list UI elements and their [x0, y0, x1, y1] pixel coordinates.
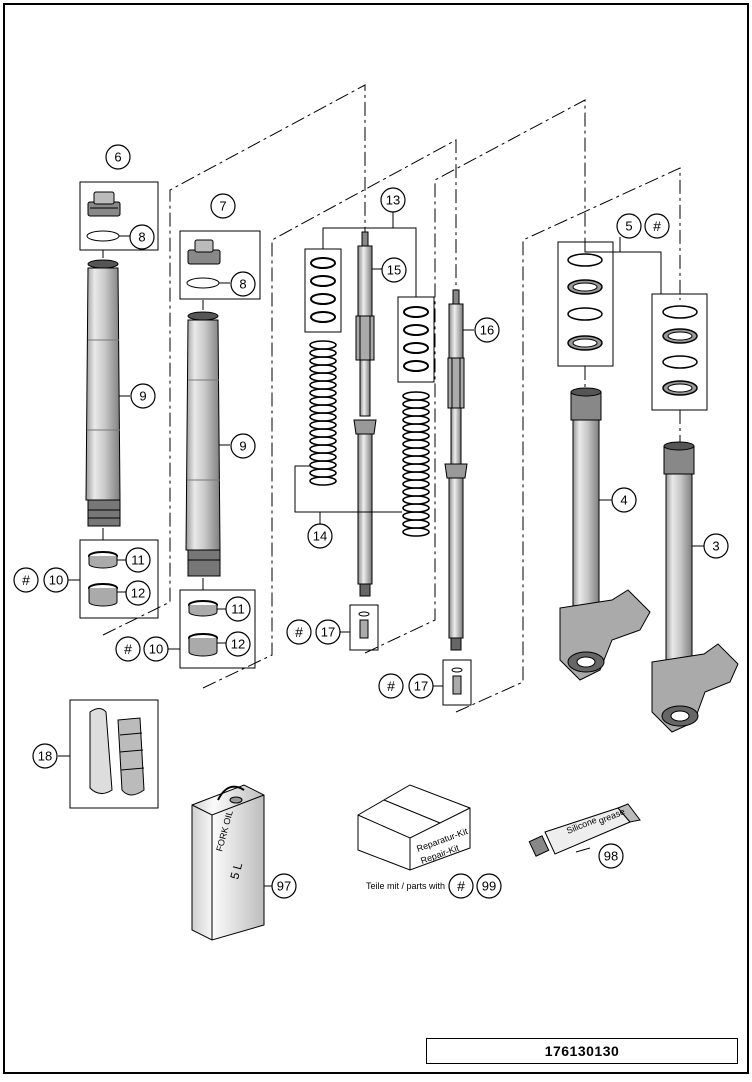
hash-marker: #: [387, 678, 395, 694]
fork-oil-volume: 5 L: [227, 861, 245, 881]
callout-97: 97: [277, 879, 291, 894]
callout-11-right: 11: [231, 602, 245, 617]
callout-bubble: [315, 619, 341, 645]
callout-bubble: [230, 433, 256, 459]
hash-marker: #: [295, 624, 303, 640]
callout-4: 4: [620, 493, 627, 508]
repair-kit-box: [357, 784, 471, 871]
callout-8-right: 8: [239, 277, 246, 292]
callout-9-right: 9: [239, 439, 246, 454]
hash-bubble: [644, 213, 670, 239]
callout-bubble: [408, 673, 434, 699]
callout-12-left: 12: [131, 586, 145, 601]
callout-15: 15: [387, 263, 401, 278]
callout-bubble: [43, 567, 69, 593]
hash-bubble: [286, 619, 312, 645]
callout-10-right: 10: [149, 642, 163, 657]
fork-protector: [58, 699, 159, 809]
callout-3: 3: [712, 539, 719, 554]
callout-bubble: [230, 271, 256, 297]
cartridge-assembly-left: [294, 212, 435, 651]
callout-18: 18: [38, 749, 52, 764]
hash-bubble: [448, 873, 474, 899]
fork-oil-can: [191, 784, 272, 941]
callout-bubble: [129, 224, 155, 250]
callout-5: 5: [625, 219, 632, 234]
grease-label-2: grease: [597, 806, 626, 826]
callout-9-left: 9: [139, 389, 146, 404]
callout-bubble: [307, 523, 333, 549]
seal-kits: [557, 237, 708, 411]
callout-bubble: [32, 743, 58, 769]
right-outer-tube-assembly: [168, 230, 261, 669]
grease-label-1: Silicone: [565, 815, 598, 836]
parts-with-note: Teile mit / parts with: [366, 881, 445, 891]
fork-spring-part: [402, 391, 430, 537]
hash-marker: #: [653, 218, 661, 234]
inner-tube-3: [651, 441, 739, 733]
hash-bubble: [13, 567, 39, 593]
hash-marker: #: [457, 878, 465, 894]
callout-17-left: 17: [321, 625, 335, 640]
callout-bubble: [225, 596, 251, 622]
sheet-border: [3, 3, 749, 1074]
hash-marker: #: [124, 641, 132, 657]
callout-99: 99: [482, 879, 496, 894]
fork-oil-label: FORK OIL: [214, 809, 235, 852]
hash-marker: #: [22, 572, 30, 588]
callout-13: 13: [386, 193, 400, 208]
callout-bubble: [225, 631, 251, 657]
callout-14: 14: [313, 529, 327, 544]
callout-bubble: [130, 383, 156, 409]
callout-bubble: [125, 547, 151, 573]
callout-bubble: [271, 873, 297, 899]
callout-bubble: [143, 636, 169, 662]
screw-cap-part: [187, 239, 221, 265]
callout-bubble: [381, 257, 407, 283]
callout-8-left: 8: [138, 230, 145, 245]
callout-bubble: [380, 187, 406, 213]
fork-spring-part: [309, 340, 337, 486]
hash-bubble: [378, 673, 404, 699]
outer-tube-part: [185, 311, 221, 577]
callout-bubble: [703, 533, 729, 559]
callout-7: 7: [219, 199, 226, 214]
callout-11-left: 11: [131, 553, 145, 568]
callout-bubble: [210, 193, 236, 219]
cartridge-assembly-right: [433, 289, 474, 706]
callout-bubble: [598, 843, 624, 869]
drawing-number-box: 176130130: [426, 1038, 738, 1064]
callout-17-right: 17: [414, 679, 428, 694]
outer-tube-part: [85, 259, 121, 527]
screw-cap-part: [87, 191, 121, 217]
callout-bubble: [616, 213, 642, 239]
callout-6: 6: [114, 150, 121, 165]
callout-bubble: [474, 317, 500, 343]
callout-bubble: [476, 873, 502, 899]
callout-12-right: 12: [231, 637, 245, 652]
callout-98: 98: [604, 849, 618, 864]
left-outer-tube-assembly: [67, 181, 159, 619]
silicone-grease-tube: [528, 803, 641, 857]
hash-bubble: [115, 636, 141, 662]
callout-bubble: [125, 580, 151, 606]
callout-bubble: [611, 487, 637, 513]
callout-10-left: 10: [49, 573, 63, 588]
callout-bubble: [105, 144, 131, 170]
inner-tube-4: [559, 387, 651, 681]
callout-16: 16: [480, 323, 494, 338]
assembly-lines: [102, 84, 681, 713]
